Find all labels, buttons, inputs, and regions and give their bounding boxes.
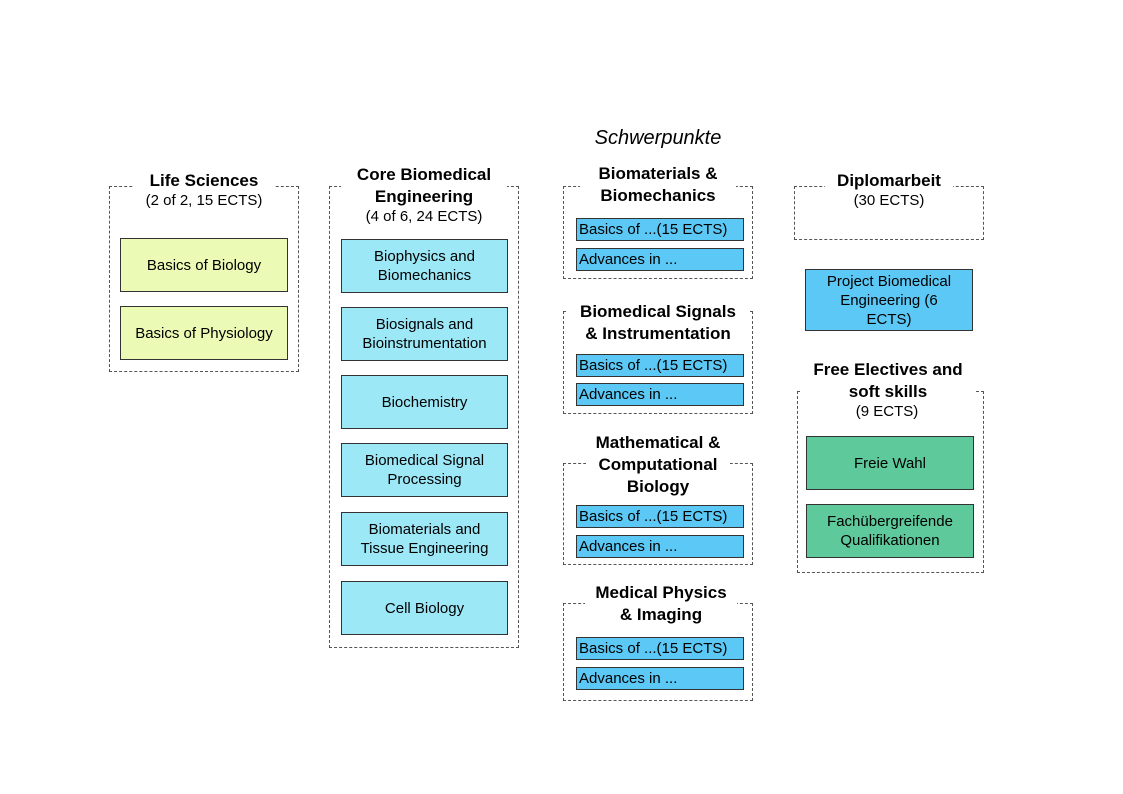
free-electives-title: Free Electives and soft skills	[802, 359, 974, 403]
module-cell-biology[interactable]: Cell Biology	[341, 581, 508, 635]
free-electives-subtitle: (9 ECTS)	[855, 403, 919, 420]
module-basics-of-biology[interactable]: Basics of Biology	[120, 238, 288, 292]
diplomarbeit-subtitle: (30 ECTS)	[853, 192, 925, 209]
focus-math-advances[interactable]: Advances in ...	[576, 535, 744, 558]
core-bme-title: Core Biomedical Engineering	[341, 164, 507, 208]
schwerpunkte-heading: Schwerpunkte	[594, 127, 722, 149]
life-sciences-subtitle: (2 of 2, 15 ECTS)	[145, 192, 263, 209]
core-bme-subtitle: (4 of 6, 24 ECTS)	[365, 208, 483, 225]
focus-biomaterials-title: Biomaterials & Biomechanics	[580, 163, 736, 207]
project-bme-card[interactable]: Project Biomedical Engineering (6 ECTS)	[805, 269, 973, 331]
focus-physics-advances[interactable]: Advances in ...	[576, 667, 744, 690]
focus-biomaterials-basics[interactable]: Basics of ...(15 ECTS)	[576, 218, 744, 241]
module-biophysics-biomechanics[interactable]: Biophysics and Biomechanics	[341, 239, 508, 293]
focus-signals-basics[interactable]: Basics of ...(15 ECTS)	[576, 354, 744, 377]
focus-physics-basics[interactable]: Basics of ...(15 ECTS)	[576, 637, 744, 660]
focus-math-basics[interactable]: Basics of ...(15 ECTS)	[576, 505, 744, 528]
module-basics-of-physiology[interactable]: Basics of Physiology	[120, 306, 288, 360]
focus-biomaterials-advances[interactable]: Advances in ...	[576, 248, 744, 271]
module-biomaterials-tissue-engineering[interactable]: Biomaterials and Tissue Engineering	[341, 512, 508, 566]
focus-signals-advances[interactable]: Advances in ...	[576, 383, 744, 406]
module-biosignals-bioinstrumentation[interactable]: Biosignals and Bioinstrumentation	[341, 307, 508, 361]
life-sciences-title: Life Sciences	[134, 170, 274, 192]
module-fachuebergreifende-qualifikationen[interactable]: Fachübergreifende Qualifikationen	[806, 504, 974, 558]
diplomarbeit-title: Diplomarbeit	[825, 170, 953, 192]
module-biochemistry[interactable]: Biochemistry	[341, 375, 508, 429]
focus-physics-title: Medical Physics & Imaging	[585, 582, 737, 626]
focus-math-title: Mathematical & Computational Biology	[586, 432, 730, 498]
module-freie-wahl[interactable]: Freie Wahl	[806, 436, 974, 490]
focus-signals-title: Biomedical Signals & Instrumentation	[568, 301, 748, 345]
module-biomedical-signal-processing[interactable]: Biomedical Signal Processing	[341, 443, 508, 497]
